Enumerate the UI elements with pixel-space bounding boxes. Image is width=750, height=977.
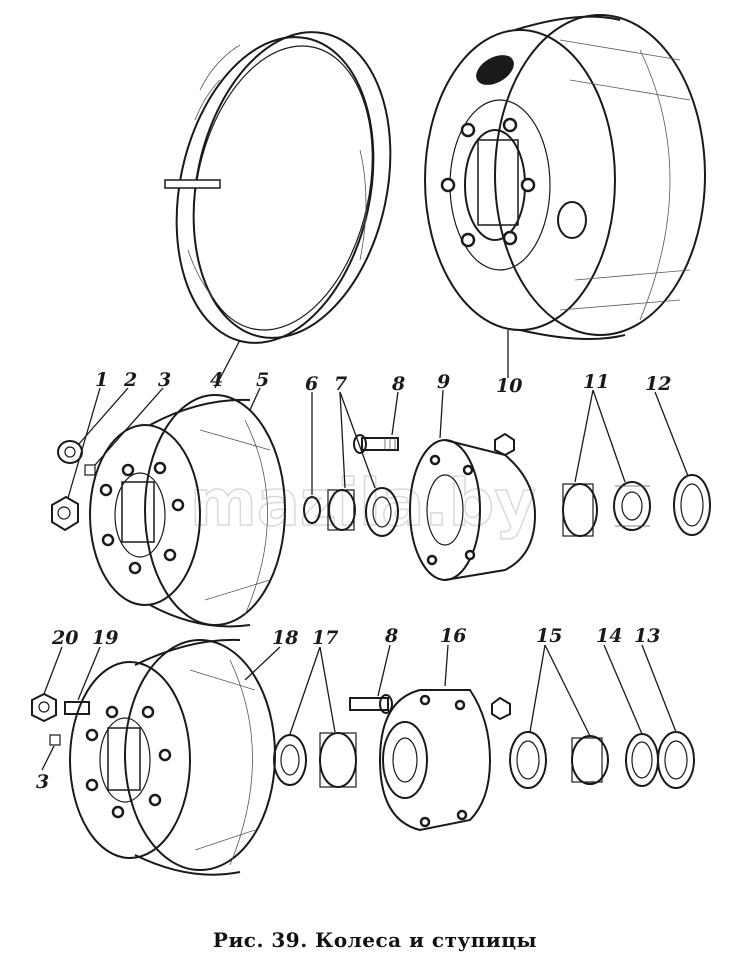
callout-3: 3 xyxy=(158,369,171,391)
part-6-washer xyxy=(303,496,321,524)
callout-9: 9 xyxy=(437,371,450,393)
part-8-lower-bolt xyxy=(349,694,393,714)
part-16-hub xyxy=(378,689,511,832)
callout-3-lower: 3 xyxy=(36,771,49,793)
part-5-brake-drum xyxy=(89,394,286,628)
callout-19: 19 xyxy=(92,627,118,649)
callout-15: 15 xyxy=(536,625,562,647)
figure-caption: Рис. 39. Колеса и ступицы xyxy=(212,928,538,952)
part-18-brake-drum xyxy=(69,638,276,876)
callout-20: 20 xyxy=(51,627,78,649)
callout-18: 18 xyxy=(272,627,298,649)
part-11-bearing xyxy=(562,481,651,537)
parts-14-13-rings xyxy=(625,731,695,789)
leader-lines xyxy=(41,330,689,771)
callout-11: 11 xyxy=(583,371,609,393)
callout-2: 2 xyxy=(123,369,137,391)
callout-7: 7 xyxy=(334,373,347,395)
part-7-bearing xyxy=(327,487,399,537)
part-17-bearing xyxy=(273,732,357,788)
part-9-hub xyxy=(409,432,537,581)
callout-16: 16 xyxy=(440,625,466,647)
parts-1-2-3-upper-fasteners xyxy=(51,440,96,532)
callout-17: 17 xyxy=(312,627,338,649)
part-15-bearing xyxy=(509,731,609,789)
callout-numbers: 1 2 3 4 5 6 7 8 9 10 11 12 20 19 18 17 8… xyxy=(36,369,671,793)
part-10-wheel-disc xyxy=(424,14,706,340)
callout-6: 6 xyxy=(305,373,318,395)
part-8-upper-bolt xyxy=(353,434,399,454)
part-12-seal xyxy=(673,474,711,536)
callout-12: 12 xyxy=(645,373,671,395)
parts-20-19-3-lower-fasteners xyxy=(31,692,90,746)
exploded-view-diagram: mazila.by xyxy=(31,14,711,876)
callout-8-lower: 8 xyxy=(384,625,398,647)
watermark-text: mazila.by xyxy=(190,467,536,541)
callout-1: 1 xyxy=(95,369,108,391)
callout-10: 10 xyxy=(496,375,522,397)
callout-14: 14 xyxy=(596,625,622,647)
callout-8-upper: 8 xyxy=(391,373,405,395)
callout-13: 13 xyxy=(634,625,660,647)
part-4-rim-ring xyxy=(164,31,392,344)
callout-5: 5 xyxy=(256,369,269,391)
callout-4: 4 xyxy=(210,369,223,391)
